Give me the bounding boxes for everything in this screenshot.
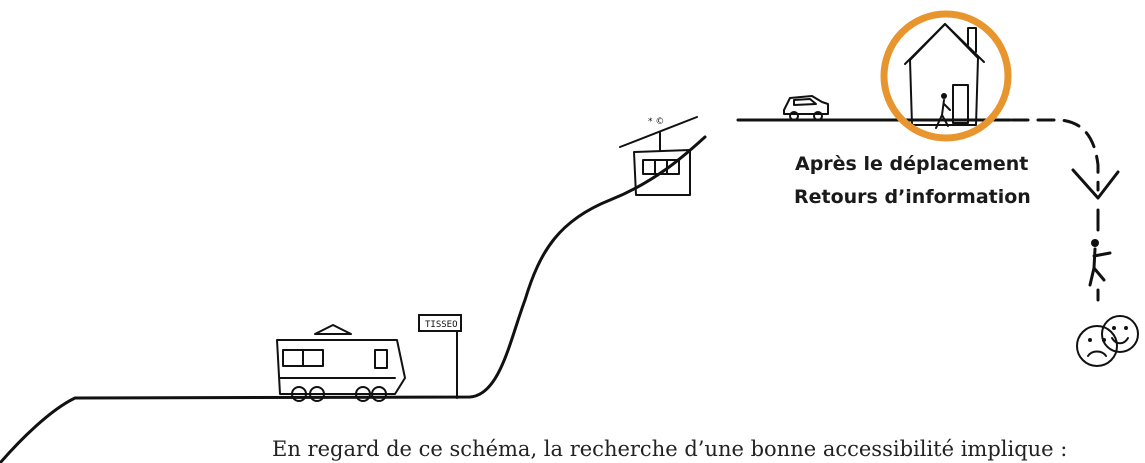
- annotation-line-1: Après le déplacement: [795, 153, 1028, 175]
- branch-icon: [1073, 170, 1118, 198]
- house-icon: [905, 24, 984, 125]
- tram-icon: [277, 325, 405, 401]
- footnote-text: En regard de ce schéma, la recherche d’u…: [272, 437, 1067, 461]
- bus-stop-sign-icon: TISSEO: [419, 315, 461, 398]
- annotation-line-2: Retours d’information: [794, 186, 1031, 208]
- svg-text:* ©: * ©: [648, 117, 664, 127]
- car-icon: [784, 96, 828, 120]
- sign-label: TISSEO: [425, 320, 458, 330]
- walking-person-icon: [1090, 239, 1110, 285]
- happy-face-icon: [1102, 316, 1138, 352]
- sad-face-icon: [1077, 326, 1117, 366]
- walking-person-icon: [936, 93, 950, 128]
